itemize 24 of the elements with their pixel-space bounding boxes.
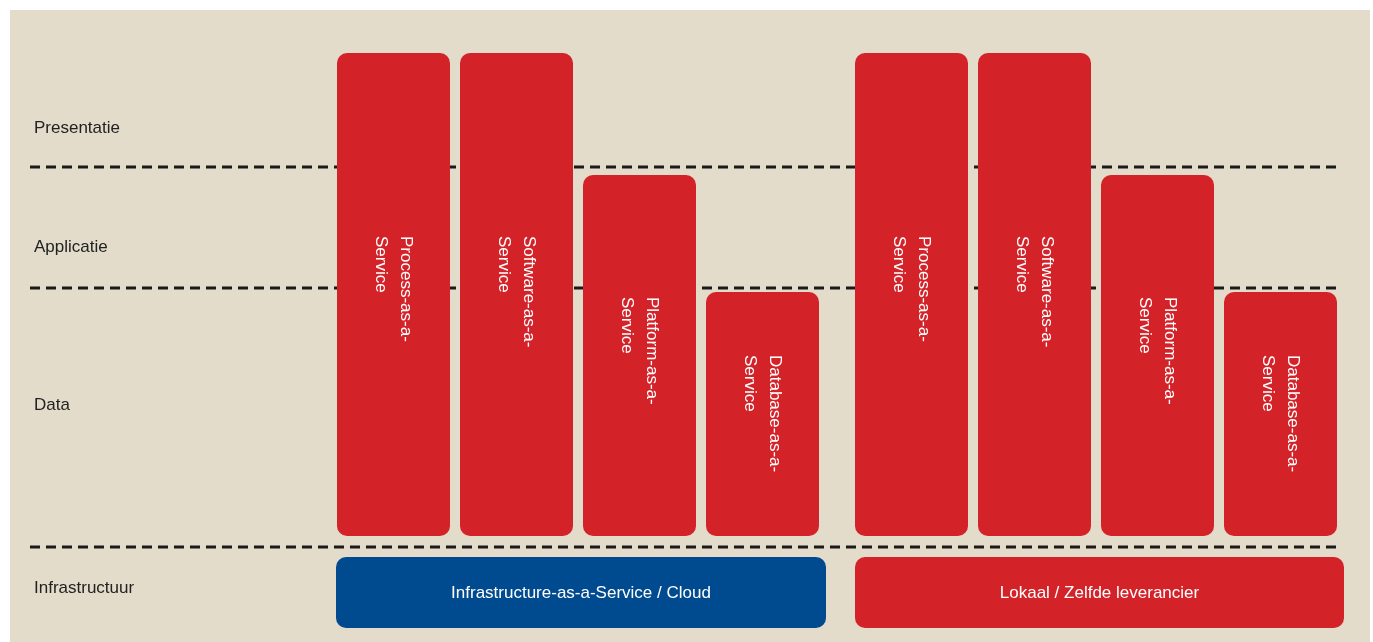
service-label: Platform-as-a-Service — [616, 296, 663, 407]
service-label: Software-as-a-Service — [1011, 235, 1058, 349]
layer-bar — [336, 557, 826, 628]
layer-name: Infrastructuur — [34, 578, 135, 598]
layer-name: Applicatie — [34, 237, 108, 257]
service-label: Process-as-a-Service — [370, 235, 417, 344]
service-label: Process-as-a-Service — [888, 235, 935, 344]
layer-name: Presentatie — [34, 118, 120, 138]
service-bar — [337, 53, 450, 536]
service-bar — [583, 175, 696, 536]
service-bar — [460, 53, 573, 536]
layer-name: Data — [34, 395, 70, 415]
layer-label: Lokaal / Zelfde leverancier — [999, 582, 1200, 603]
layer-bar — [855, 557, 1344, 628]
service-label: Database-as-a-Service — [1257, 355, 1304, 473]
service-bar — [855, 53, 968, 536]
service-label: Platform-as-a-Service — [1134, 296, 1181, 407]
service-bar — [706, 292, 819, 536]
service-label: Database-as-a-Service — [739, 355, 786, 473]
layer-label: Infrastructure-as-a-Service / Cloud — [451, 582, 711, 603]
service-bar — [1101, 175, 1214, 536]
service-label: Software-as-a-Service — [493, 235, 540, 349]
service-bar — [1224, 292, 1337, 536]
service-bar — [978, 53, 1091, 536]
